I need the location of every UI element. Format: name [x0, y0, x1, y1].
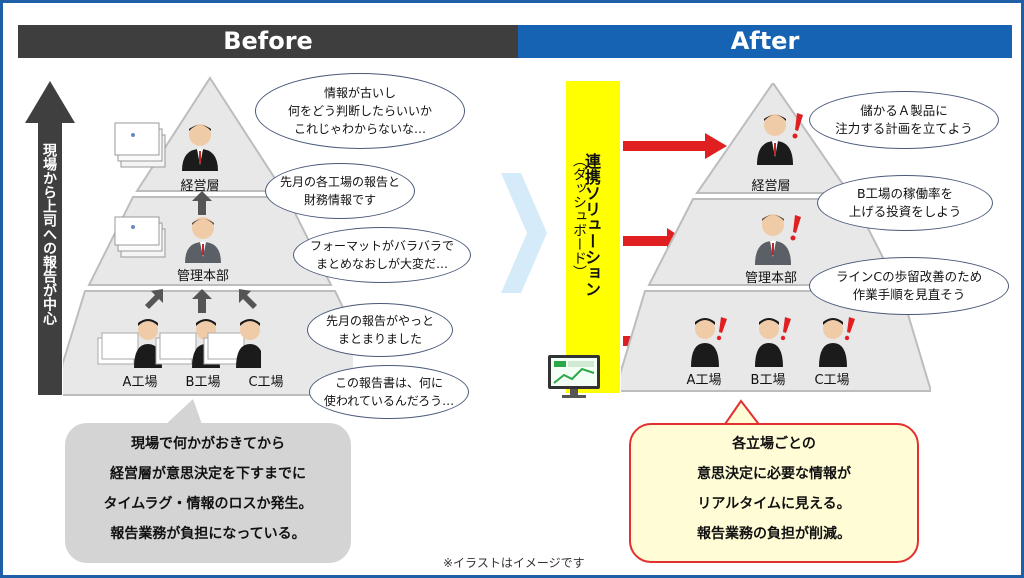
arrow-label: 現場から上司への報告が中心 [41, 143, 57, 325]
executive-person-icon [182, 124, 218, 171]
before-top-label: 経営層 [180, 179, 220, 194]
document-stack-icon [114, 122, 166, 168]
manager-person-icon [185, 217, 221, 263]
before-mid-format-bubble: フォーマットがバラバラで まとめなおしが大変だ… [293, 227, 471, 283]
document-stack-icon [114, 216, 166, 258]
before-factory-b: B工場 [185, 375, 221, 390]
solution-title: 連携ソリューション [582, 153, 601, 297]
footnote: ※イラストはイメージです [443, 556, 585, 570]
manager-person-icon [755, 214, 801, 265]
executive-person-icon [757, 113, 803, 165]
solution-band [566, 81, 620, 393]
before-header: Before [18, 25, 518, 58]
red-arrow [623, 133, 727, 159]
after-factory-b: B工場 [750, 373, 786, 388]
before-summary: 現場で何かがおきてから 経営層が意思決定を下すまでに タイムラグ・情報のロスか発… [65, 423, 351, 563]
factory-workers-icon [97, 319, 261, 368]
after-top-label: 経営層 [751, 179, 791, 194]
before-mid-label: 管理本部 [176, 269, 229, 284]
after-factory-c: C工場 [814, 373, 850, 388]
up-arrow-icon [145, 289, 163, 309]
after-factory-a: A工場 [686, 373, 722, 388]
up-arrow-icon [239, 289, 257, 309]
summary-pointer [163, 399, 203, 427]
dashboard-monitor-icon [548, 355, 600, 398]
solution-subtitle: （ダッシュボード） [571, 153, 587, 279]
before-mid-report-bubble: 先月の各工場の報告と 財務情報です [265, 163, 415, 219]
factory-workers-icon [691, 317, 855, 367]
before-top-bubble: 情報が古いし 何をどう判断したらいいか これじゃわからないな… [255, 73, 465, 149]
after-top-bubble: 儲かるＡ製品に 注力する計画を立てよう [809, 91, 999, 149]
before-factory-a: A工場 [122, 375, 158, 390]
after-mid-label: 管理本部 [744, 271, 797, 286]
before-bottom-report-bubble: 先月の報告がやっと まとまりました [307, 303, 453, 357]
after-mid-bubble: B工場の稼働率を 上げる投資をしよう [817, 175, 993, 231]
after-summary: 各立場ごとの 意思決定に必要な情報が リアルタイムに見える。 報告業務の負担が削… [629, 423, 919, 563]
after-header: After [518, 25, 1012, 58]
upward-arrow [25, 81, 75, 395]
chevron-right-icon [501, 173, 547, 293]
after-bottom-bubble: ラインCの歩留改善のため 作業手順を見直そう [809, 257, 1009, 315]
up-arrow-icon [192, 289, 212, 313]
before-factory-c: C工場 [248, 375, 284, 390]
up-arrow-icon [192, 191, 212, 215]
before-bottom-question-bubble: この報告書は、何に 使われているんだろう… [309, 365, 469, 419]
